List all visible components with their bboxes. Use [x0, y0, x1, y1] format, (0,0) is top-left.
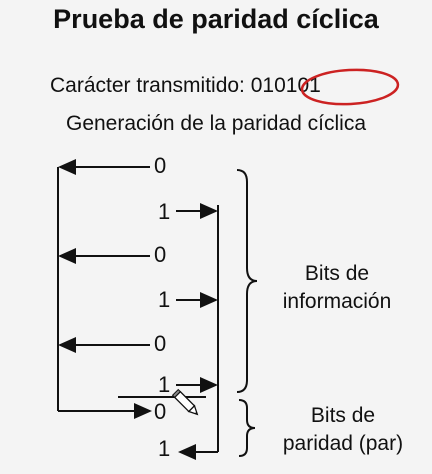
parity-brace-label-line1: Bits de: [310, 404, 376, 427]
parity-brace-label: Bits de paridad (par): [258, 404, 428, 456]
info-bit-2: 1: [158, 199, 171, 224]
slide-title: Prueba de paridad cíclica: [53, 4, 379, 34]
info-brace: [236, 169, 258, 393]
info-bit-6: 1: [158, 372, 171, 397]
info-brace-label-line2: información: [282, 290, 392, 313]
info-brace-label: Bits de información: [262, 262, 412, 314]
highlight-circle: [300, 68, 400, 106]
parity-bit-2: 1: [158, 436, 171, 461]
info-brace-label-line1: Bits de: [304, 262, 370, 285]
pencil-icon: [171, 388, 199, 416]
parity-bit-1: 0: [154, 399, 167, 424]
generation-heading: Generación de la paridad cíclica: [65, 112, 366, 135]
parity-brace: [238, 399, 256, 457]
info-bit-3: 0: [154, 242, 167, 267]
transmitted-label: Carácter transmitido:: [50, 74, 245, 97]
parity-brace-label-line2: paridad (par): [282, 432, 404, 455]
info-bit-4: 1: [158, 287, 171, 312]
info-bit-5: 0: [154, 331, 167, 356]
info-bit-1: 0: [154, 153, 167, 178]
